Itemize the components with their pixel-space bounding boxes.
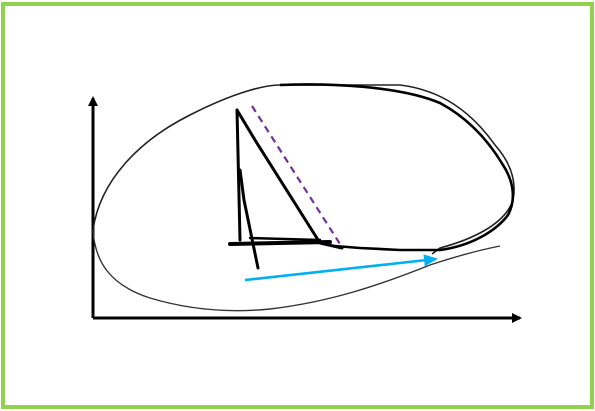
triangle-base-stroke-2 (250, 238, 320, 240)
dashed-tangent-line (252, 106, 340, 244)
triangle-inner-stroke (240, 170, 258, 268)
triangle-base-stroke (230, 242, 330, 244)
inner-closed-curve (280, 84, 513, 250)
triangle-sketch (237, 110, 342, 248)
blue-vector-arrow (245, 259, 436, 280)
